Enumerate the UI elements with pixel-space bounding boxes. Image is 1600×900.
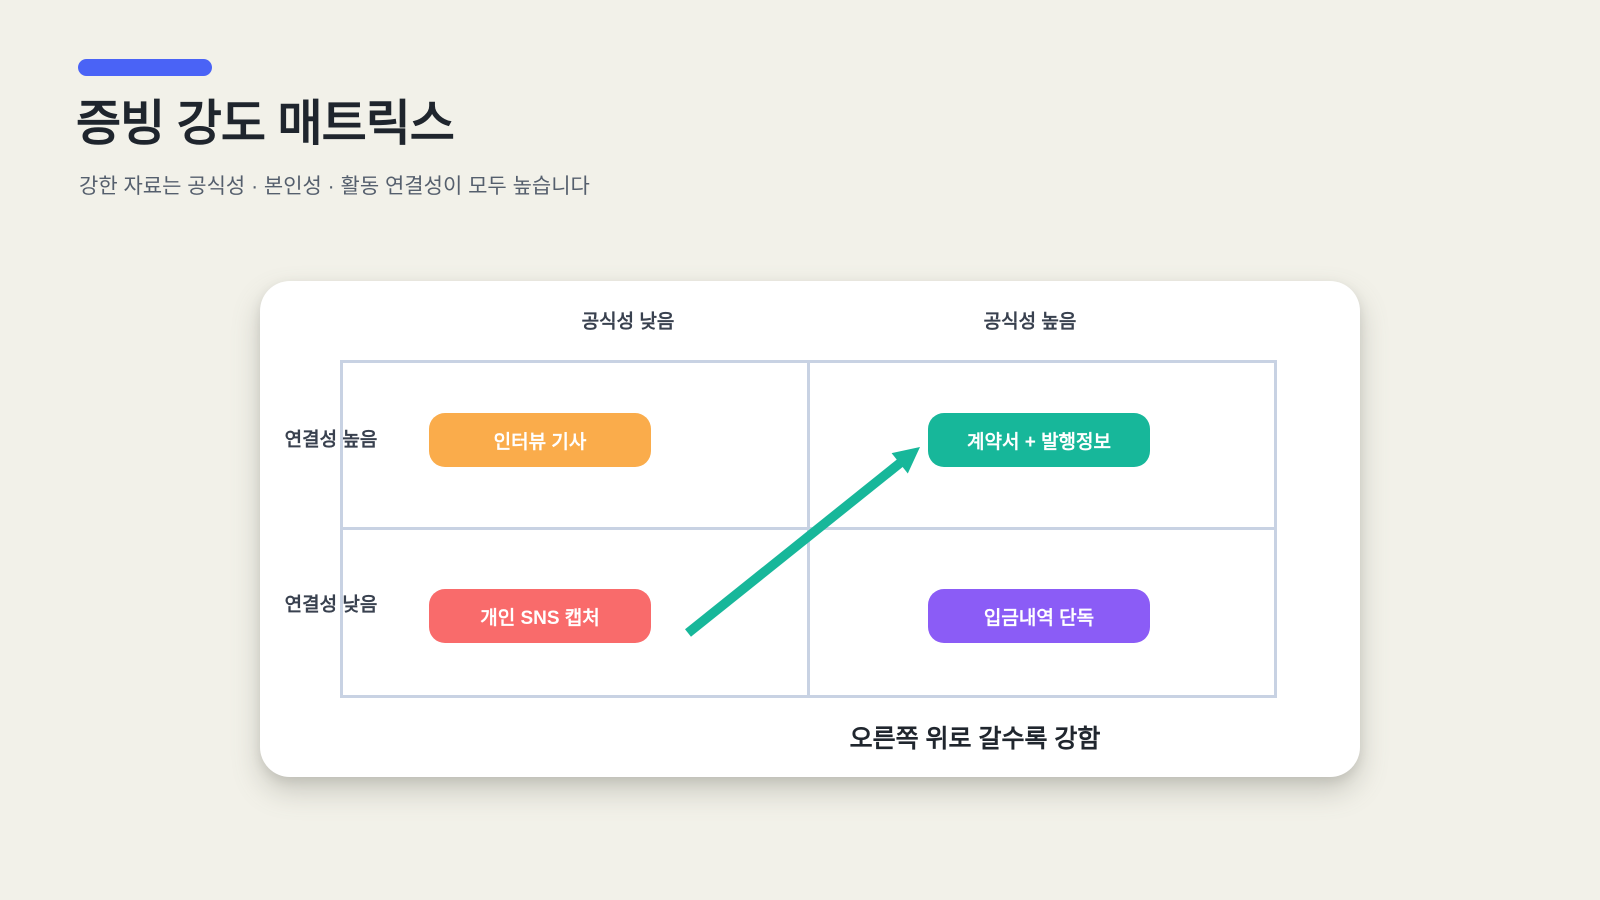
strength-arrow-head — [891, 447, 920, 474]
accent-bar — [78, 59, 212, 76]
matrix-card: 공식성 낮음 공식성 높음 연결성 높음 연결성 낮음 인터뷰 기사 계약서 +… — [260, 281, 1360, 777]
cell-deposit-history-only: 입금내역 단독 — [928, 589, 1150, 643]
strength-arrow-shaft — [685, 457, 906, 637]
x-axis-label-high: 공식성 높음 — [983, 311, 1077, 333]
page-subtitle: 강한 자료는 공식성 · 본인성 · 활동 연결성이 모두 높습니다 — [79, 175, 590, 198]
cell-personal-sns-capture: 개인 SNS 캡처 — [429, 589, 651, 643]
strength-arrow-icon — [685, 447, 920, 637]
grid-divider-horizontal — [340, 527, 1277, 530]
y-axis-label-high: 연결성 높음 — [284, 429, 378, 451]
cell-contract-issuance-info: 계약서 + 발행정보 — [928, 413, 1150, 467]
page-title: 증빙 강도 매트릭스 — [76, 97, 455, 151]
matrix-caption: 오른쪽 위로 갈수록 강함 — [849, 725, 1101, 753]
x-axis-label-low: 공식성 낮음 — [581, 311, 675, 333]
y-axis-label-low: 연결성 낮음 — [284, 594, 378, 616]
cell-interview-article: 인터뷰 기사 — [429, 413, 651, 467]
